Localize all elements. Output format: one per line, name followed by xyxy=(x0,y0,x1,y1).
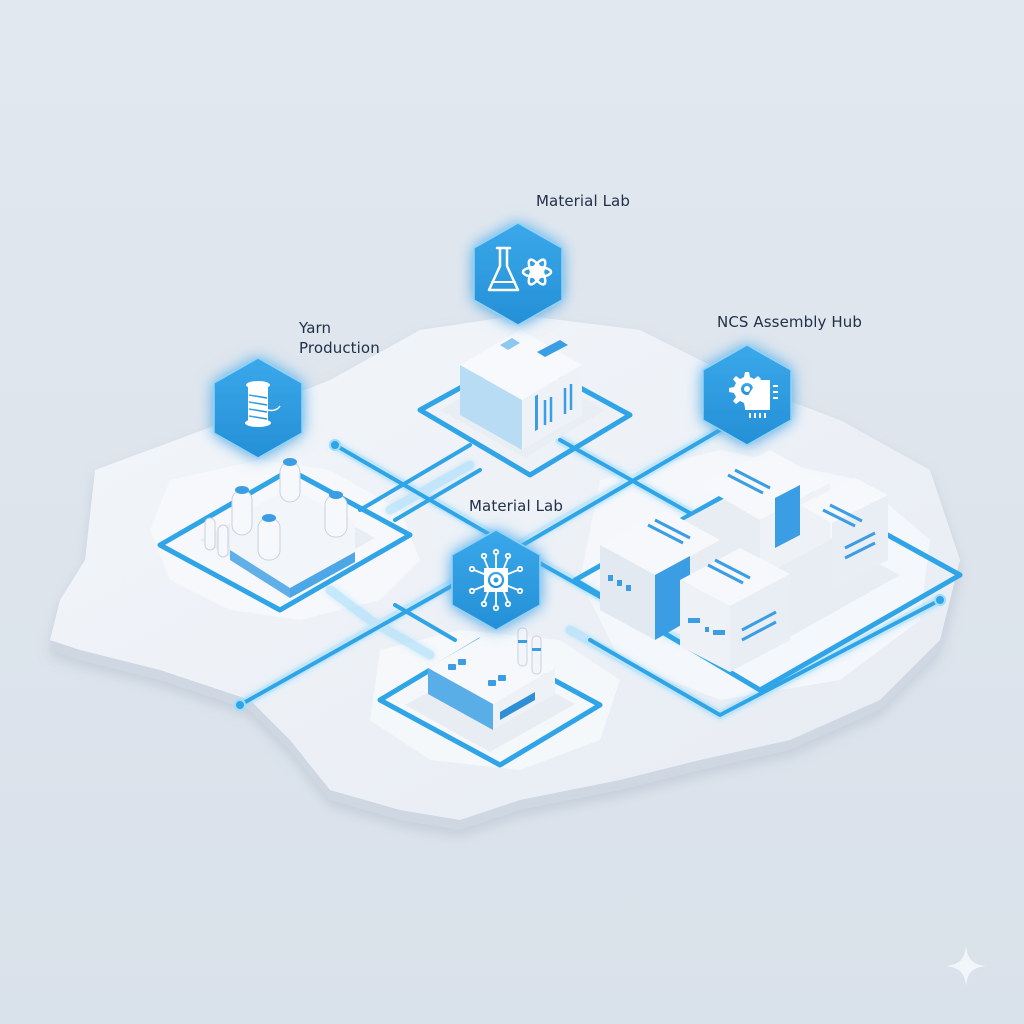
connector-top-southwest xyxy=(393,468,482,522)
building-material-lab-center xyxy=(405,627,575,752)
label-yarn-production: Yarn Production xyxy=(299,319,380,357)
node-material-lab-top[interactable] xyxy=(473,222,563,326)
thread-spool-icon xyxy=(245,381,281,427)
label-material-lab-center: Material Lab xyxy=(469,497,563,515)
label-ncs-assembly-hub: NCS Assembly Hub xyxy=(717,313,862,331)
node-material-lab-center[interactable] xyxy=(451,529,541,631)
endpoint-dot xyxy=(234,699,246,711)
sparkle-icon xyxy=(946,946,986,986)
building-material-lab-top xyxy=(440,330,605,458)
endpoint-dot xyxy=(329,439,341,451)
endpoint-dot xyxy=(934,594,946,606)
chip-circuit-icon xyxy=(468,548,524,612)
connector-center-branch xyxy=(393,603,457,642)
building-ncs-assembly-hub xyxy=(600,450,900,672)
label-material-lab-top: Material Lab xyxy=(536,192,630,210)
building-yarn-production xyxy=(200,458,375,598)
flask-atom-icon xyxy=(487,246,553,292)
connector-yarn-to-top xyxy=(358,443,472,512)
connector-hub-south xyxy=(588,598,942,717)
node-yarn-production[interactable] xyxy=(213,357,303,459)
gear-circuit-icon xyxy=(729,372,778,418)
node-ncs-assembly-hub[interactable] xyxy=(702,344,792,446)
